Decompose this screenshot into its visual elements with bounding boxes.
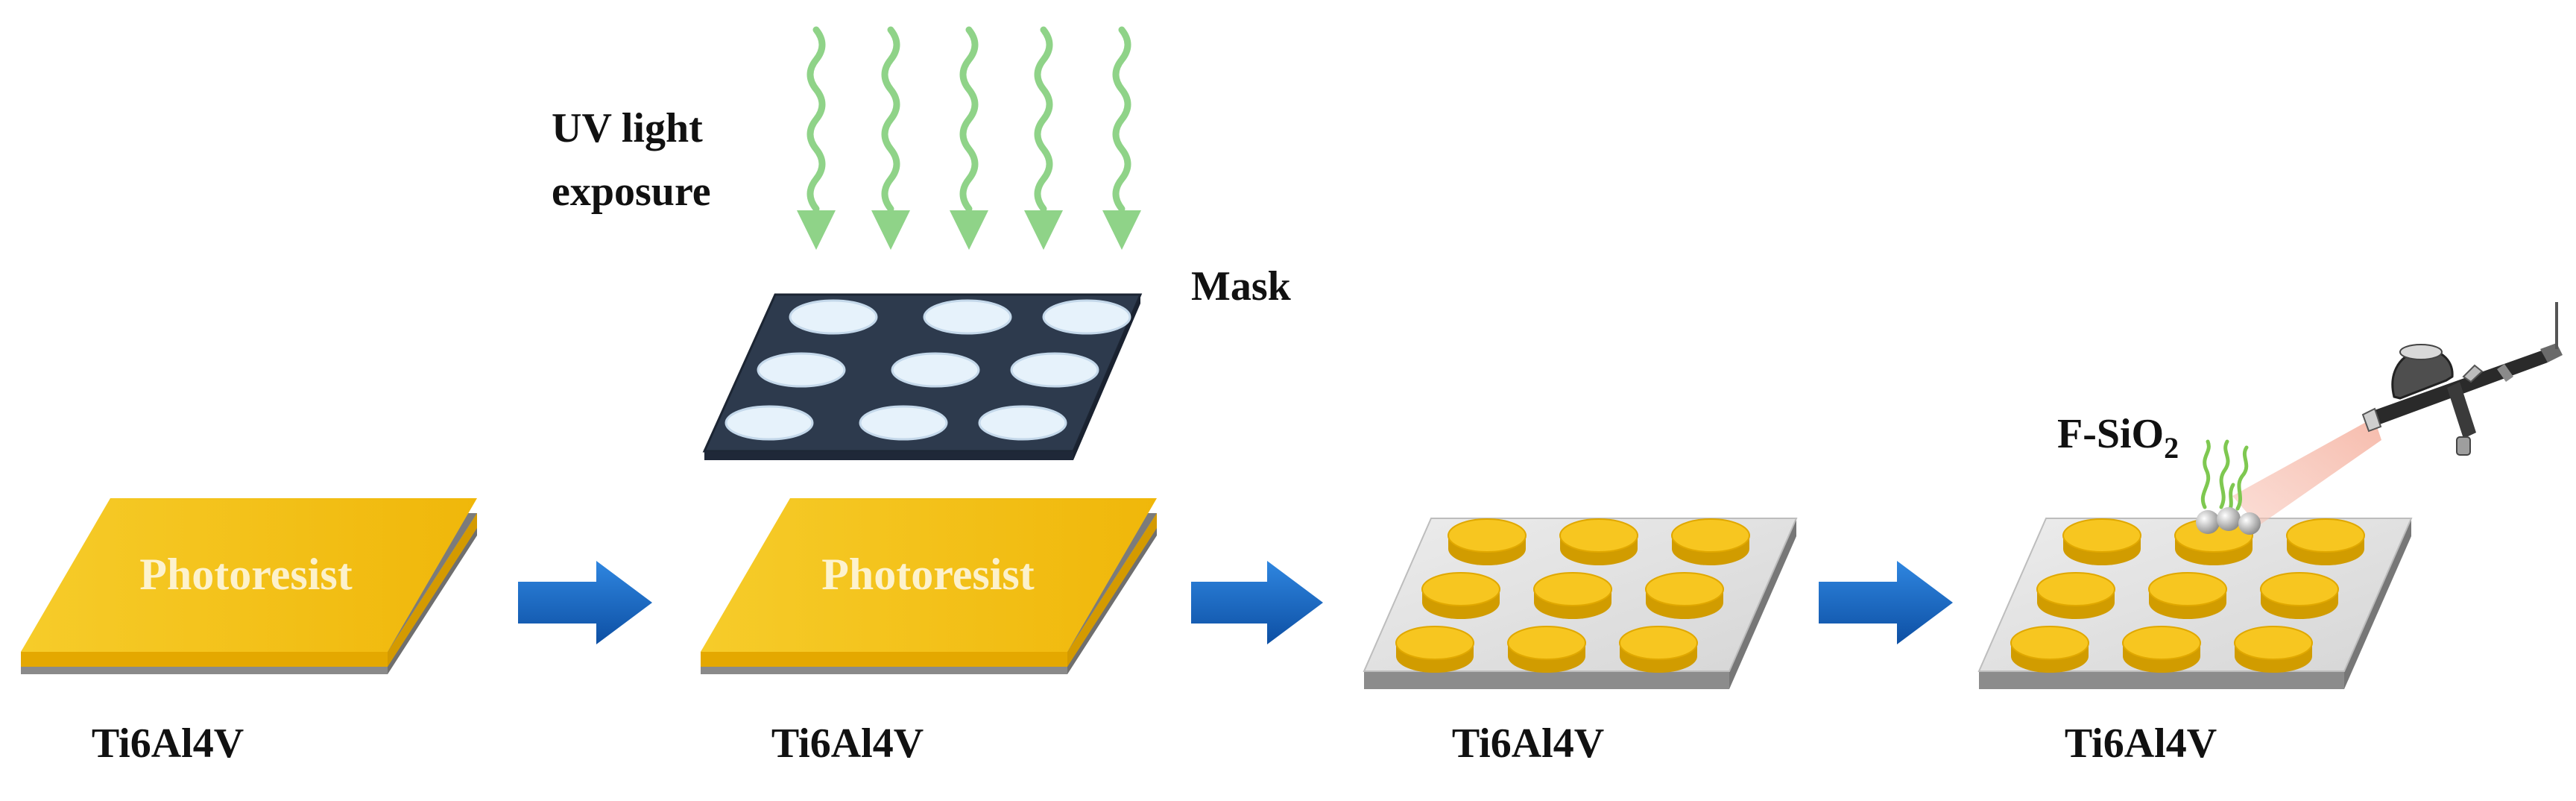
pillar	[2036, 572, 2115, 619]
substrate-label-3: Ti6Al4V	[1452, 720, 1604, 767]
right-arrow-icon	[1191, 561, 1323, 644]
pillar	[2148, 572, 2227, 619]
wavy-down-arrow-icon	[797, 26, 836, 250]
spray-cone	[2232, 418, 2381, 526]
f-sio2-nanoparticles	[2196, 439, 2261, 535]
wavy-down-arrow-icon	[1024, 26, 1063, 250]
panel-2-photoresist-substrate: Photoresist	[701, 498, 1157, 674]
pillar	[2122, 626, 2201, 673]
pillar	[1645, 572, 1724, 619]
pillar	[1619, 626, 1698, 673]
substrate-label-2: Ti6Al4V	[771, 720, 924, 767]
pillar	[2286, 518, 2365, 565]
pillar	[2062, 518, 2141, 565]
photoresist-pillars	[1395, 518, 1750, 673]
photomask	[702, 293, 1143, 460]
substrate-label-1: Ti6Al4V	[92, 720, 244, 767]
uv-light-rays	[797, 26, 1141, 250]
pillar	[1507, 626, 1586, 673]
photoresist-pillars	[2010, 518, 2365, 673]
wavy-down-arrow-icon	[950, 26, 988, 250]
wavy-down-arrow-icon	[1102, 26, 1141, 250]
photoresist-label-1: Photoresist	[139, 550, 353, 599]
uv-label-line1: UV light	[552, 105, 703, 151]
pillar	[1448, 518, 1527, 565]
substrate-label-4: Ti6Al4V	[2065, 720, 2217, 767]
pillar	[2010, 626, 2089, 673]
airbrush-icon	[2361, 302, 2563, 456]
pillar	[2260, 572, 2339, 619]
pillar	[1559, 518, 1638, 565]
wavy-down-arrow-icon	[871, 26, 910, 250]
pillar	[1671, 518, 1750, 565]
right-arrow-icon	[1819, 561, 1953, 644]
coating-label: F-SiO2	[2057, 411, 2179, 465]
panel-3-patterned-substrate	[1363, 518, 1798, 689]
uv-label-line2: exposure	[552, 169, 711, 215]
right-arrow-icon	[518, 561, 652, 644]
pillar	[1395, 626, 1474, 673]
pillar	[2234, 626, 2313, 673]
photoresist-label-2: Photoresist	[821, 550, 1035, 599]
panel-1-photoresist-substrate: Photoresist	[21, 498, 477, 674]
mask-label: Mask	[1191, 263, 1292, 310]
pillar	[1533, 572, 1612, 619]
panel-4-coated-substrate	[1977, 518, 2413, 689]
pillar	[1421, 572, 1500, 619]
